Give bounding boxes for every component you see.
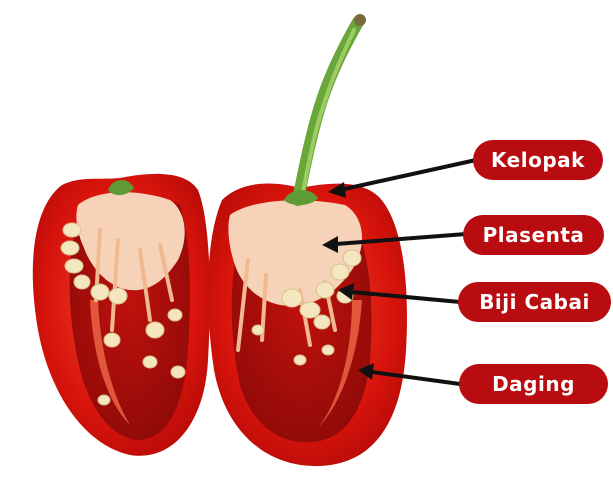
label-plasenta-text: Plasenta bbox=[483, 223, 585, 247]
label-kelopak-text: Kelopak bbox=[491, 148, 585, 172]
kelopak-pointer-line bbox=[340, 160, 476, 190]
label-kelopak: Kelopak bbox=[473, 140, 603, 180]
left-pepper-half bbox=[33, 174, 210, 456]
right-pepper-half bbox=[208, 184, 407, 467]
label-biji-cabai-text: Biji Cabai bbox=[479, 290, 590, 314]
label-daging-text: Daging bbox=[492, 372, 575, 396]
label-biji-cabai: Biji Cabai bbox=[458, 282, 611, 322]
label-daging: Daging bbox=[459, 364, 608, 404]
label-plasenta: Plasenta bbox=[463, 215, 604, 255]
pepper-stem bbox=[284, 14, 366, 205]
stem-tip bbox=[354, 14, 366, 26]
